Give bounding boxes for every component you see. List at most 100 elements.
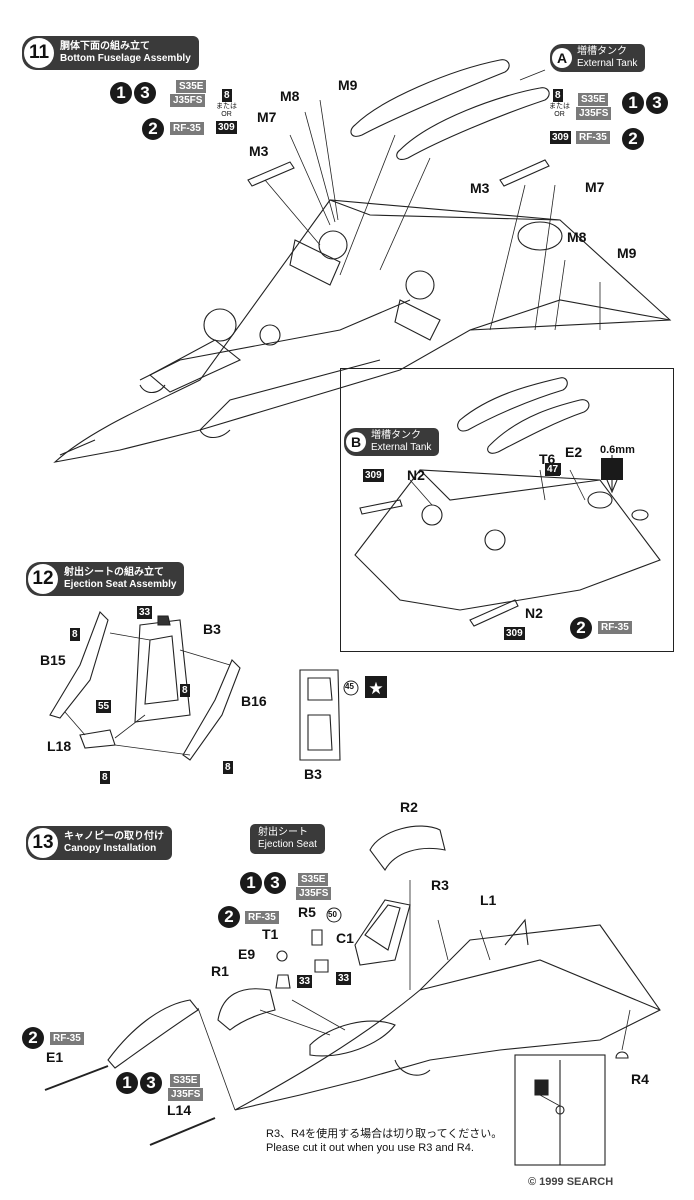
- tank-b-variant-2: 2: [570, 617, 592, 639]
- tank-b-letter: B: [346, 432, 366, 452]
- drill-icon: [601, 458, 623, 480]
- label-b3-b: B3: [304, 766, 322, 782]
- step12-seat-drawings: [49, 611, 341, 761]
- left-variant-2: 2: [22, 1027, 44, 1049]
- star-icon: ★: [368, 679, 383, 699]
- step11-part-309: 309: [216, 121, 237, 134]
- step13-part-33-a: 33: [297, 975, 313, 988]
- label-m7-left: M7: [257, 109, 277, 125]
- watermark: © 1999 SEARCH: [528, 1176, 614, 1188]
- cutout-note-en: Please cut it out when you use R3 and R4…: [266, 1142, 474, 1154]
- step11-title-jp: 胴体下面の組み立て: [60, 41, 150, 52]
- step13-variant-2: 2: [218, 906, 240, 928]
- label-b16: B16: [241, 693, 267, 709]
- label-m7-right: M7: [585, 179, 605, 195]
- inset-b-aircraft-drawing: [354, 377, 661, 627]
- step13-tag-rf35: RF-35: [245, 911, 279, 924]
- label-r4: R4: [631, 1071, 649, 1087]
- step13-variant-13: 1 3: [240, 872, 286, 894]
- label-r2: R2: [400, 799, 418, 815]
- tank-a-part-309: 309: [550, 131, 571, 144]
- step12-part-45: 45: [345, 682, 354, 691]
- variant-3: 3: [134, 82, 156, 104]
- label-r3: R3: [431, 877, 449, 893]
- tank-a-variant-2: 2: [622, 128, 644, 150]
- step12-part-8-a: 8: [70, 628, 80, 641]
- step13-part-33-b: 33: [336, 972, 352, 985]
- tank-a-tag-j35fs: J35FS: [576, 107, 612, 120]
- step11-aircraft-drawing: [53, 199, 672, 463]
- cutout-note: R3、R4を使用する場合は切り取ってください。 Please cut it ou…: [266, 1127, 502, 1155]
- label-l14: L14: [167, 1102, 192, 1118]
- label-r1: R1: [211, 963, 229, 979]
- tank-b-part-309-a: 309: [363, 469, 384, 482]
- left-tag-rf35: RF-35: [50, 1032, 84, 1045]
- step13-tag-s35e: S35E: [298, 873, 329, 886]
- step12-title-jp: 射出シートの組み立て: [64, 567, 164, 578]
- step12-part-8-c: 8: [100, 771, 110, 784]
- step13-title-en: Canopy Installation: [64, 843, 157, 854]
- tank-b-tag-rf35: RF-35: [598, 621, 632, 634]
- star-box: [365, 676, 387, 698]
- left-tag-j35fs: J35FS: [168, 1088, 204, 1101]
- label-l1: L1: [480, 892, 497, 908]
- label-t1: T1: [262, 926, 279, 942]
- step11-variant-2: 2: [142, 118, 164, 140]
- label-m9-right: M9: [617, 245, 637, 261]
- drill-size: 0.6mm: [600, 444, 635, 456]
- step13-header: 13 キャノピーの取り付け Canopy Installation: [26, 826, 172, 860]
- label-b3: B3: [203, 621, 221, 637]
- step11-or: または OR: [216, 103, 237, 118]
- label-e9: E9: [238, 946, 256, 962]
- step12-part-33: 33: [137, 606, 153, 619]
- cutout-detail-drawing: [514, 1054, 606, 1166]
- step13-aircraft-drawing: [44, 825, 661, 1146]
- tank-a-header: A 増槽タンク External Tank: [550, 44, 646, 72]
- variant-1: 1: [110, 82, 132, 104]
- cutout-note-jp: R3、R4を使用する場合は切り取ってください。: [266, 1128, 503, 1140]
- step13-part-50: 50: [328, 910, 337, 919]
- label-l18: L18: [47, 738, 72, 754]
- label-b15: B15: [40, 652, 66, 668]
- label-r5: R5: [298, 904, 316, 920]
- tank-a-tag-s35e: S35E: [578, 93, 609, 106]
- tank-a-tag-rf35: RF-35: [576, 131, 610, 144]
- tank-b-part-47: 47: [545, 463, 561, 476]
- label-m3-right: M3: [470, 180, 490, 196]
- tank-b-header: B 増槽タンク External Tank: [344, 428, 440, 456]
- step13-tag-j35fs: J35FS: [296, 887, 332, 900]
- step12-number: 12: [28, 564, 58, 594]
- step12-part-8-b: 8: [180, 684, 190, 697]
- step11-tag-s35e: S35E: [176, 80, 207, 93]
- step11-title-en: Bottom Fuselage Assembly: [60, 53, 191, 64]
- label-e2: E2: [565, 444, 583, 460]
- tank-a-variant-13: 1 3: [622, 92, 668, 114]
- step11-tag-rf35: RF-35: [170, 122, 204, 135]
- step11-number: 11: [24, 38, 54, 68]
- step11-tag-j35fs: J35FS: [170, 94, 206, 107]
- step12-part-55: 55: [96, 700, 112, 713]
- step13-title-jp: キャノピーの取り付け: [64, 831, 164, 842]
- left-variant-13: 1 3: [116, 1072, 162, 1094]
- label-n2-bottom: N2: [525, 605, 543, 621]
- step11-leader-lines: [264, 69, 601, 331]
- tank-a-or: または OR: [549, 103, 570, 118]
- label-e1: E1: [46, 1049, 64, 1065]
- label-m9-left: M9: [338, 77, 358, 93]
- left-tag-s35e: S35E: [170, 1074, 201, 1087]
- tank-b-part-309-b: 309: [504, 627, 525, 640]
- tank-b-inset: [340, 368, 674, 652]
- step12-header: 12 射出シートの組み立て Ejection Seat Assembly: [26, 562, 185, 596]
- step12-part-8-d: 8: [223, 761, 233, 774]
- ejection-seat-callout: 射出シート Ejection Seat: [250, 824, 325, 854]
- tank-a-letter: A: [552, 48, 572, 68]
- step11-part-8: 8: [222, 89, 232, 102]
- step11-tank-drawings: [247, 59, 550, 187]
- label-m8-left: M8: [280, 88, 300, 104]
- step12-title-en: Ejection Seat Assembly: [64, 579, 177, 590]
- step11-header: 11 胴体下面の組み立て Bottom Fuselage Assembly: [22, 36, 199, 70]
- label-m3-left: M3: [249, 143, 269, 159]
- step11-variant-13: 1 3: [110, 82, 156, 104]
- step13-number: 13: [28, 828, 58, 858]
